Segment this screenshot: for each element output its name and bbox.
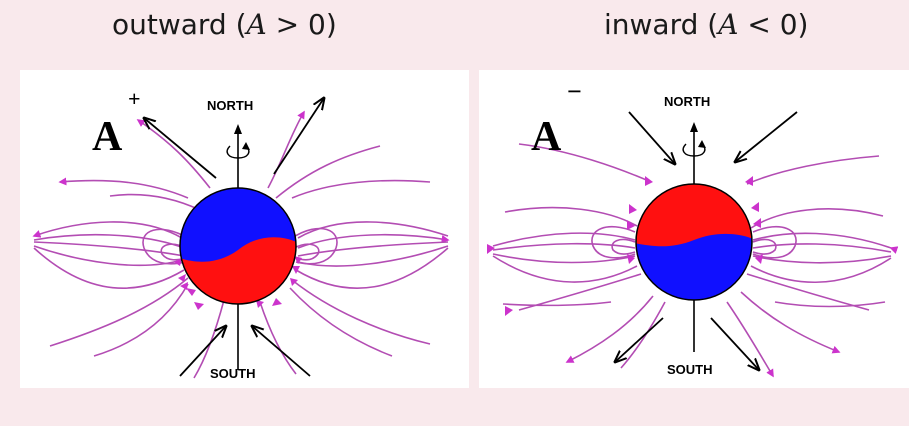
field-line [297,233,450,249]
title-number: 0 [308,8,326,41]
field-line [259,301,297,375]
field-lines [32,110,450,379]
field-line [142,228,189,265]
field-line [49,277,189,347]
polarity-sign: + [128,86,141,111]
field-line [291,179,431,199]
field-line [750,257,892,283]
south-label: SOUTH [210,366,256,381]
rotation-axis [682,122,706,352]
field-line [752,238,777,255]
field-line [492,253,636,264]
polarity-letter: A [531,114,562,160]
field-line [293,243,320,261]
field-line [289,287,393,357]
field-line [160,243,187,261]
outward-field-diagram: A + NORTH SOUTH [32,86,450,381]
field-line [504,206,638,227]
field-line [492,242,636,251]
sun-sphere [179,187,297,305]
title-text: inward ( [604,8,719,41]
title-number: 0 [779,8,798,41]
field-line [752,243,892,253]
title-operator: > [266,8,309,41]
field-line [58,177,189,199]
inward-panel: A − NORTH SOUTH [479,70,909,388]
field-line [746,155,880,185]
field-line [518,143,652,183]
field-line [297,245,449,267]
field-line [726,301,774,378]
field-line [746,273,870,311]
south-label: SOUTH [667,362,713,377]
rotation-axis [226,124,250,370]
field-line [752,225,797,259]
field-line [591,225,636,259]
north-label: NORTH [207,98,253,113]
field-arrowheads [174,256,302,310]
title-variable: A [718,8,739,41]
polarity-sign: − [567,77,582,106]
field-line [109,193,201,211]
field-line [136,119,211,189]
title-close: ) [797,8,809,41]
current-sheet-arrows [144,98,324,377]
field-line [33,233,185,249]
field-lines [492,143,899,378]
field-line [297,221,449,239]
title-text: outward ( [112,8,247,41]
field-line [297,241,449,257]
field-line [291,279,431,345]
field-line [492,232,636,247]
field-line [33,247,185,289]
field-line [291,227,338,265]
field-line [33,241,185,257]
current-sheet-arrows [615,111,798,370]
title-close: ) [325,8,337,41]
title-variable: A [246,8,267,41]
field-line [492,255,638,283]
field-line [750,208,884,229]
outward-title: outward (A > 0) [112,8,337,41]
field-line [565,295,654,363]
field-line [275,145,381,199]
north-label: NORTH [664,94,710,109]
field-line [620,301,666,369]
title-operator: < [738,8,780,41]
field-line [752,232,899,254]
field-arrowheads [487,176,763,316]
inward-field-diagram: A − NORTH SOUTH [487,77,899,378]
field-line [267,110,305,189]
field-line [752,255,892,264]
outward-panel: A + NORTH SOUTH [20,70,469,388]
field-line [93,283,189,357]
field-line [611,238,636,255]
inward-title: inward (A < 0) [604,8,808,41]
field-line [32,221,183,239]
field-line [740,291,841,354]
field-line [502,301,612,307]
rotation-icon [682,143,706,157]
field-line [774,301,886,308]
polarity-letter: A [92,114,123,160]
rotation-icon [226,145,250,159]
field-line [295,247,449,289]
